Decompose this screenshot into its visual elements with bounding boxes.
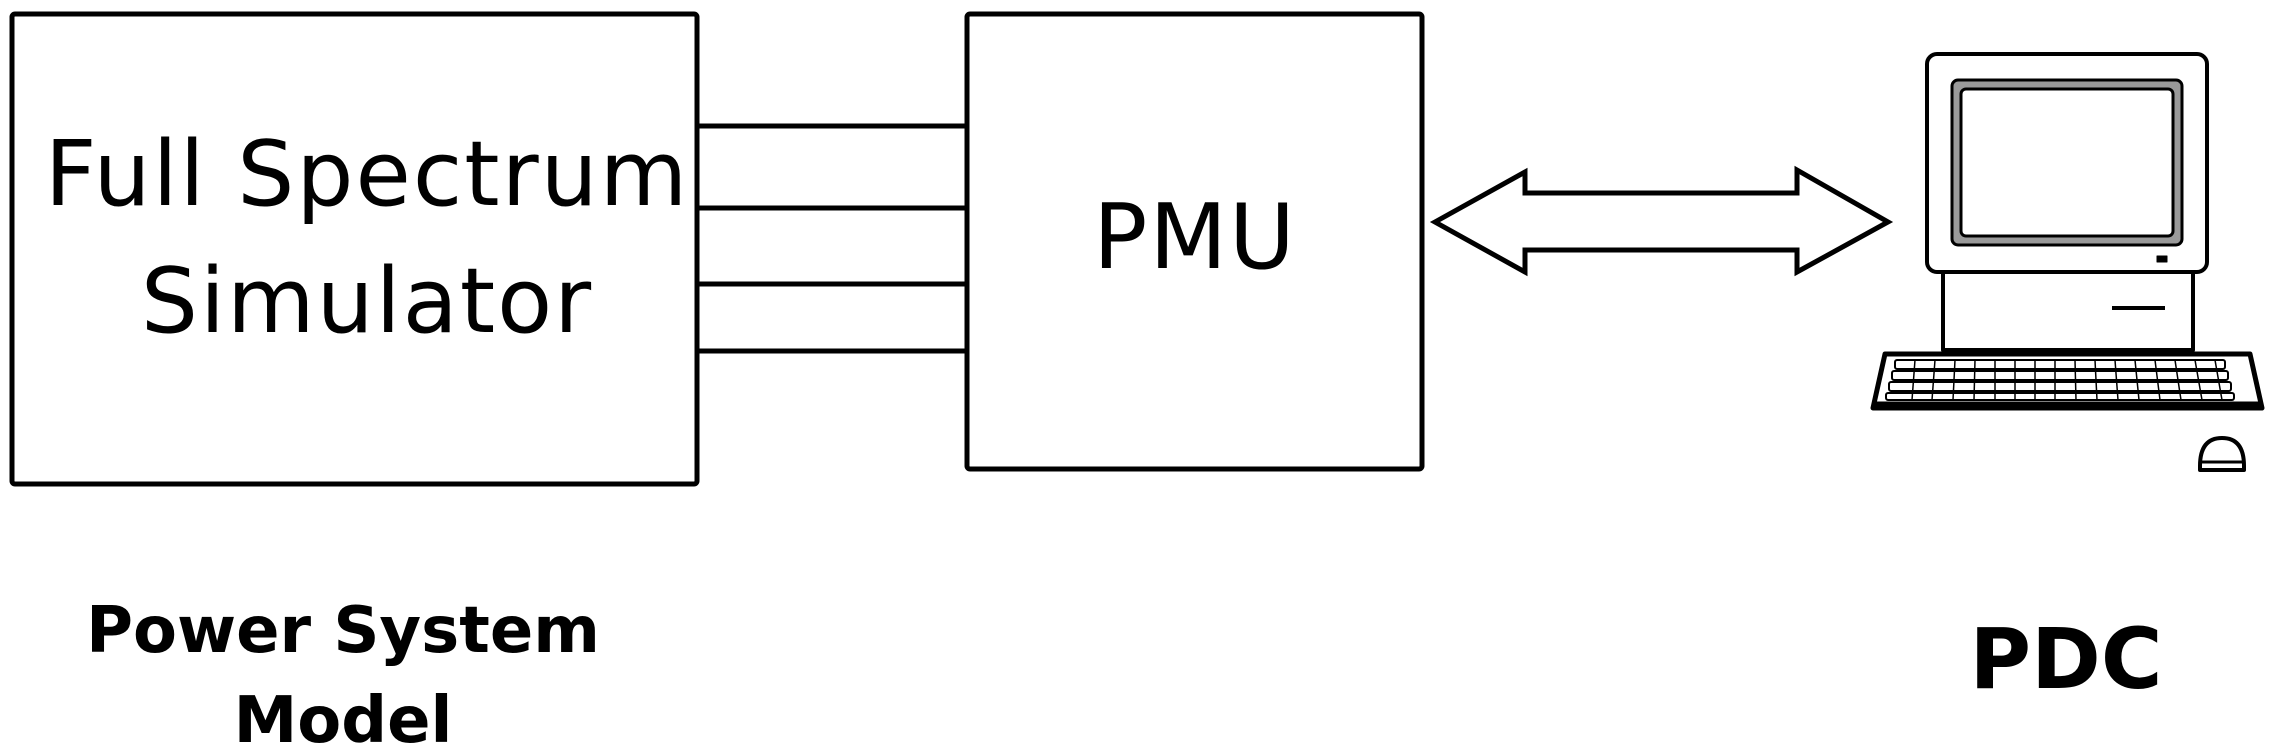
power-system-caption-line1: Power System bbox=[86, 594, 600, 668]
bidirectional-arrow-icon bbox=[1429, 165, 1894, 277]
signal-lines bbox=[697, 123, 967, 354]
pmu-label: PMU bbox=[1093, 185, 1297, 290]
pmu-block: PMU bbox=[964, 11, 1425, 472]
simulator-label-line2: Simulator bbox=[141, 249, 593, 354]
desktop-computer-icon bbox=[1870, 52, 2265, 472]
pdc-caption: PDC bbox=[1970, 610, 2163, 708]
simulator-block: Full Spectrum Simulator bbox=[9, 11, 700, 487]
power-system-caption-line2: Model bbox=[234, 684, 453, 752]
simulator-label-line1: Full Spectrum bbox=[45, 122, 690, 227]
